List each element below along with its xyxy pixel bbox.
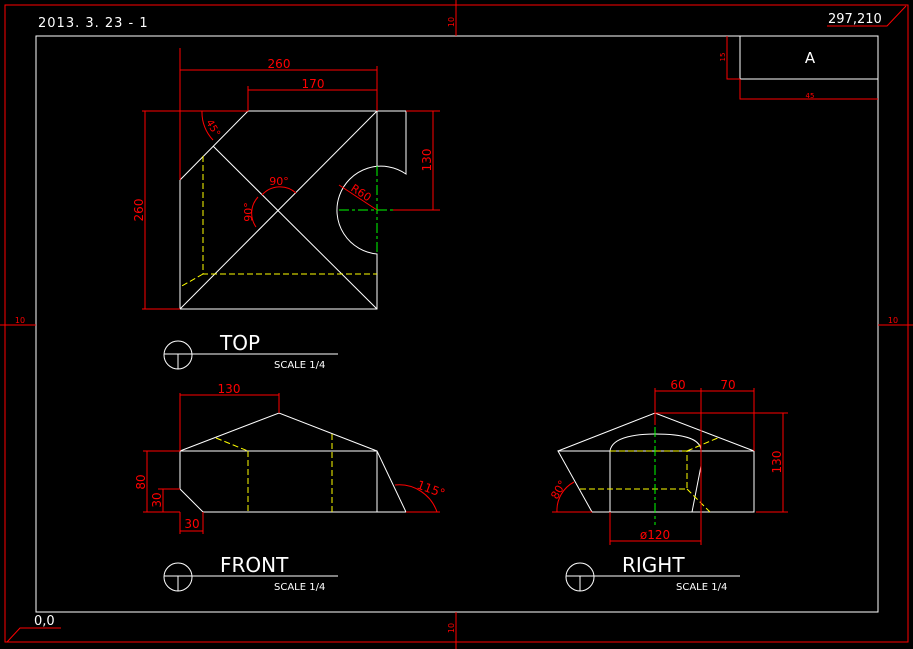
top-right-coordinate: 297,210 [828,12,882,27]
front-dim-chamfer-h: 30 [184,517,199,531]
bottom-left-leader [6,627,61,643]
title-block-label: A [805,49,816,67]
right-view-scale: SCALE 1/4 [676,582,727,593]
front-dim-apex: 130 [218,382,241,396]
margin-label-left: 10 [15,316,25,325]
margin-label-top: 10 [447,17,456,27]
title-block-width-dim: 45 [806,92,815,100]
right-dim-diameter: ø120 [640,528,670,542]
header-text: 2013. 3. 23 - 1 [38,16,149,31]
front-view-scale: SCALE 1/4 [274,582,325,593]
front-dim-chamfer-v: 30 [150,492,164,507]
right-view[interactable] [552,388,788,545]
right-dim-height: 130 [770,451,784,474]
top-dim-height-right: 130 [420,149,434,172]
front-view-title: FRONT [220,553,289,577]
top-dim-width-total: 260 [268,57,291,71]
top-dim-width-top: 170 [302,77,325,91]
bottom-left-coordinate: 0,0 [34,614,55,629]
top-view-label-symbol [163,340,338,370]
top-dim-radius: R60 [348,182,373,205]
right-view-label-symbol [565,562,740,592]
top-dim-angle-a: 90° [269,175,289,188]
top-right-leader [827,5,907,27]
title-block-height-dim: 15 [719,53,727,62]
right-dim-angle: 80° [548,478,569,501]
front-dim-height: 80 [134,474,148,489]
top-view[interactable] [142,48,440,310]
margin-label-bottom: 10 [447,623,456,633]
right-view-title: RIGHT [622,553,685,577]
top-dim-angle-chamfer: 45° [203,118,221,139]
front-view[interactable] [143,393,440,534]
top-view-scale: SCALE 1/4 [274,360,325,371]
front-view-label-symbol [163,562,338,592]
title-block [726,35,879,100]
top-dim-angle-b: 90° [242,202,255,222]
front-dim-angle: 115° [415,478,447,501]
margin-label-right: 10 [888,316,898,325]
right-dim-right: 70 [720,378,735,392]
right-dim-left: 60 [670,378,685,392]
top-view-title: TOP [219,331,260,355]
top-dim-height-left: 260 [132,199,146,222]
